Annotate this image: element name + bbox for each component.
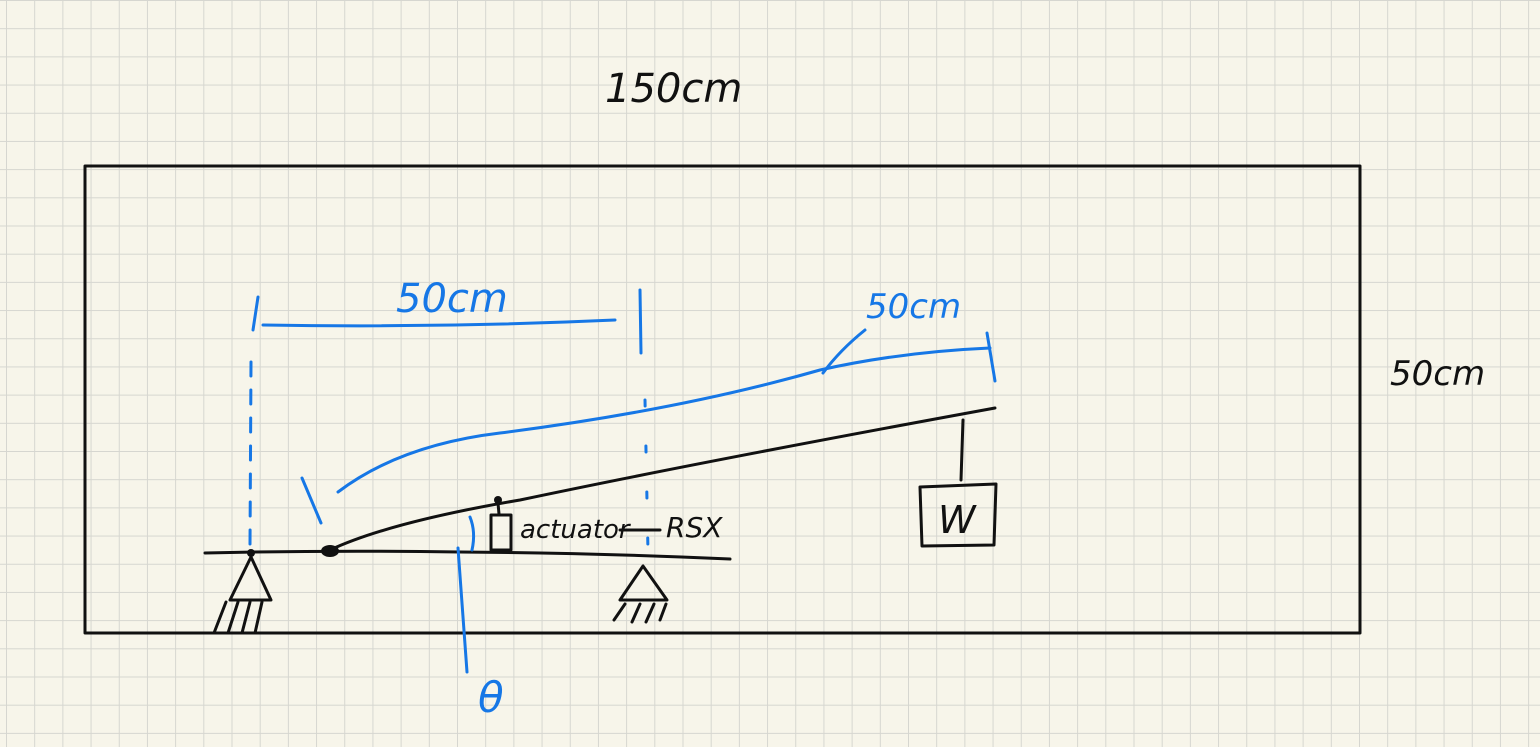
base-beam — [203, 549, 732, 561]
fixed-span-dimension: 50cm — [248, 276, 650, 554]
weight-hanger — [959, 418, 965, 482]
actuator-model-label: RSX — [666, 511, 723, 544]
tilted-arm — [328, 406, 997, 552]
right-pin-support — [612, 564, 669, 624]
arm-dimension-tick-end — [985, 331, 997, 383]
actuator-body — [489, 513, 513, 552]
left-support-hatch — [212, 600, 228, 635]
actuator: actuator RSX — [489, 496, 723, 552]
angle-leader — [456, 546, 469, 674]
arm-length-dimension: 50cm — [300, 287, 997, 525]
box-height-label: 50cm — [1390, 354, 1485, 394]
hanging-weight: W — [918, 418, 998, 548]
angle-label: θ — [478, 673, 504, 722]
right-support-hatch — [644, 602, 656, 624]
right-support-hatch — [612, 602, 627, 622]
enclosure-box — [83, 164, 1362, 635]
arm-dimension-tick-start — [300, 476, 323, 525]
right-support-hatch — [658, 602, 668, 622]
arm-length-label: 50cm — [866, 287, 961, 327]
dimension-line — [261, 318, 617, 328]
left-support-hatch — [253, 600, 264, 635]
left-support-hatch — [240, 600, 252, 635]
weight-box — [918, 482, 998, 548]
actuator-contact — [494, 496, 502, 504]
actuator-label: actuator — [520, 515, 632, 545]
dimension-tick-left — [251, 295, 260, 332]
actuator-rod — [496, 501, 501, 516]
left-pivot-pin — [247, 549, 255, 557]
left-guide-dashed — [248, 360, 253, 547]
left-support-hatch — [226, 600, 240, 635]
weight-label: W — [938, 498, 977, 542]
box-width-label: 150cm — [605, 66, 742, 112]
angle-arc — [468, 515, 476, 552]
right-support-triangle — [618, 564, 669, 602]
left-support-triangle — [228, 555, 273, 602]
arm-dimension-line — [336, 346, 992, 494]
angle-marker: θ — [456, 515, 504, 722]
left-pin-support — [212, 549, 273, 635]
fixed-span-label: 50cm — [396, 276, 508, 322]
arm-label-leader — [821, 328, 867, 375]
dimension-tick-right — [638, 288, 643, 355]
right-support-hatch — [630, 602, 642, 624]
